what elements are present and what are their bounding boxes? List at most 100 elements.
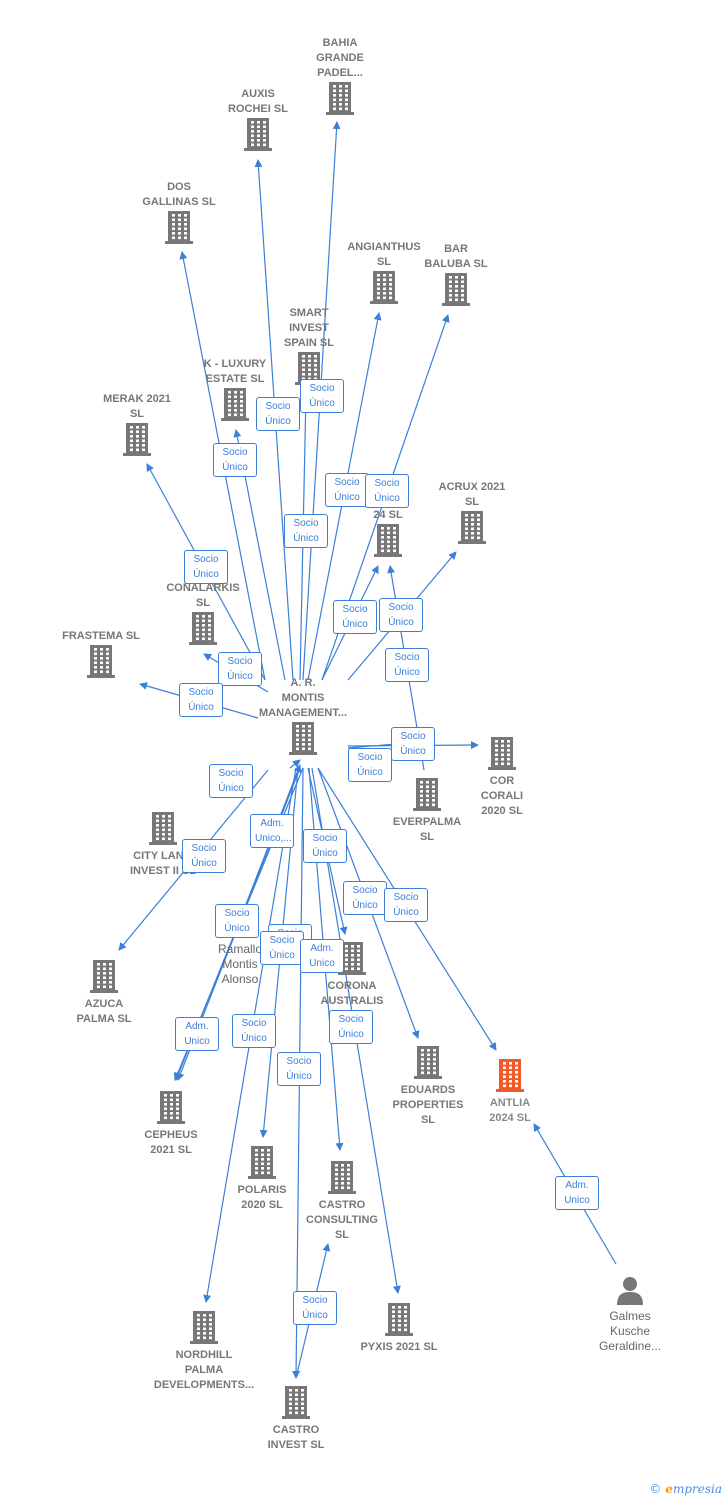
building-icon [488, 737, 516, 770]
node-kluxury[interactable]: K - LUXURY ESTATE SL [170, 357, 300, 421]
building-icon [190, 1311, 218, 1344]
node-label: CASTRO INVEST SL [267, 1424, 325, 1451]
node-label: AUXIS ROCHEI SL [228, 88, 288, 115]
brand-name: mpresia [672, 1482, 722, 1496]
node-label: PYXIS 2021 SL [360, 1341, 438, 1353]
node-label: CASTRO CONSULTING SL [306, 1199, 378, 1241]
node-label: CEPHEUS 2021 SL [144, 1129, 198, 1156]
node-galmes[interactable]: Galmes Kusche Geraldine... [565, 1275, 695, 1354]
building-icon [385, 1303, 413, 1336]
edge-badge[interactable]: Adm. Unico [300, 939, 344, 973]
edge-badge[interactable]: Socio Único [391, 727, 435, 761]
building-icon [221, 388, 249, 421]
edge-badge[interactable]: Socio Único [329, 1010, 373, 1044]
building-icon [90, 960, 118, 993]
node-label: BAR BALUBA SL [424, 243, 488, 270]
building-icon [248, 1146, 276, 1179]
edge-badge[interactable]: Socio Único [333, 600, 377, 634]
edge-badge[interactable]: Socio Único [256, 397, 300, 431]
node-label: Ramallo Montis Alonso [217, 942, 262, 986]
node-label: CONALARKIS SL [166, 582, 240, 609]
node-label: DOS GALLINAS SL [142, 181, 216, 208]
node-auxis[interactable]: AUXIS ROCHEI SL [193, 87, 323, 151]
edge-badge[interactable]: Adm. Unico,... [250, 814, 294, 848]
edge-badge[interactable]: Socio Único [379, 598, 423, 632]
edge-badge[interactable]: Adm. Unico [175, 1017, 219, 1051]
node-castrocons[interactable]: CASTRO CONSULTING SL [277, 1160, 407, 1243]
copyright-symbol: © [649, 1482, 662, 1496]
node-label: BAHIA GRANDE PADEL... [316, 37, 364, 79]
node-nordhill[interactable]: NORDHILL PALMA DEVELOPMENTS... [139, 1310, 269, 1393]
building-icon [496, 1059, 524, 1092]
node-label: POLARIS 2020 SL [237, 1184, 287, 1211]
edge-badge[interactable]: Socio Único [179, 683, 223, 717]
edge-badge[interactable]: Socio Único [182, 839, 226, 873]
node-label: AZUCA PALMA SL [76, 998, 132, 1025]
edge-ramallo-amontis [289, 759, 301, 769]
building-icon [165, 211, 193, 244]
building-icon [123, 423, 151, 456]
node-label: ANTLIA 2024 SL [489, 1097, 531, 1124]
edge-badge[interactable]: Socio Único [209, 764, 253, 798]
node-label: MERAK 2021 SL [103, 393, 171, 420]
edge-badge[interactable]: Socio Único [384, 888, 428, 922]
building-icon [149, 812, 177, 845]
building-icon [442, 273, 470, 306]
building-icon [189, 612, 217, 645]
node-pyxis[interactable]: PYXIS 2021 SL [334, 1302, 464, 1355]
edge-badge[interactable]: Socio Único [300, 379, 344, 413]
node-merak[interactable]: MERAK 2021 SL [72, 392, 202, 456]
building-icon [282, 1386, 310, 1419]
node-cepheus[interactable]: CEPHEUS 2021 SL [106, 1090, 236, 1158]
building-icon [244, 118, 272, 151]
node-frastema[interactable]: FRASTEMA SL [36, 629, 166, 678]
node-bahia[interactable]: BAHIA GRANDE PADEL... [275, 36, 405, 115]
building-icon [413, 778, 441, 811]
edge-badge[interactable]: Socio Único [218, 652, 262, 686]
node-antlia[interactable]: ANTLIA 2024 SL [445, 1058, 575, 1126]
edge-badge[interactable]: Socio Único [303, 829, 347, 863]
node-eduards[interactable]: EDUARDS PROPERTIES SL [363, 1045, 493, 1128]
edge-badge[interactable]: Socio Único [213, 443, 257, 477]
node-acrux[interactable]: ACRUX 2021 SL [407, 480, 537, 544]
node-corona[interactable]: CORONA AUSTRALIS [287, 941, 417, 1009]
node-label: A. R. MONTIS MANAGEMENT... [259, 677, 347, 719]
edge-badge[interactable]: Socio Único [385, 648, 429, 682]
node-label: ANGIANTHUS SL [347, 241, 421, 268]
edge-badge[interactable]: Socio Único [348, 748, 392, 782]
node-citylan[interactable]: CITY LAN... INVEST II SL [98, 811, 228, 879]
node-castroinv[interactable]: CASTRO INVEST SL [231, 1385, 361, 1453]
building-icon [289, 722, 317, 755]
node-conalarkis[interactable]: CONALARKIS SL [138, 581, 268, 645]
node-polaris[interactable]: POLARIS 2020 SL [197, 1145, 327, 1213]
edge-badge[interactable]: Socio Único [215, 904, 259, 938]
edge-badge[interactable]: Socio Único [277, 1052, 321, 1086]
node-label: NORDHILL PALMA DEVELOPMENTS... [153, 1349, 255, 1391]
edge-badge[interactable]: Socio Único [343, 881, 387, 915]
building-icon [374, 524, 402, 557]
building-icon [157, 1091, 185, 1124]
node-dosgallinas[interactable]: DOS GALLINAS SL [114, 180, 244, 244]
edge-badge[interactable]: Socio Único [232, 1014, 276, 1048]
edge-badge[interactable]: Socio Único [184, 550, 228, 584]
edge-badge[interactable]: Socio Único [365, 474, 409, 508]
node-smart[interactable]: SMART INVEST SPAIN SL [244, 306, 374, 385]
building-icon [87, 645, 115, 678]
node-corcorali[interactable]: COR CORALI 2020 SL [437, 736, 567, 819]
node-amontis[interactable]: A. R. MONTIS MANAGEMENT... [238, 676, 368, 755]
building-icon [338, 942, 366, 975]
node-azuca[interactable]: AZUCA PALMA SL [39, 959, 169, 1027]
node-label: ACRUX 2021 SL [438, 481, 506, 508]
node-everpalma[interactable]: EVERPALMA SL [362, 777, 492, 845]
edge-badge[interactable]: Socio Único [293, 1291, 337, 1325]
edge-badge[interactable]: Socio Único [325, 473, 369, 507]
edge-badge[interactable]: Socio Único [284, 514, 328, 548]
node-label: FRASTEMA SL [62, 630, 140, 642]
node-barbaluba[interactable]: BAR BALUBA SL [391, 242, 521, 306]
edge-badge[interactable]: Socio Único [260, 931, 304, 965]
edge-badge[interactable]: Adm. Unico [555, 1176, 599, 1210]
node-label: Galmes Kusche Geraldine... [598, 1309, 662, 1353]
node-label: EDUARDS PROPERTIES SL [392, 1084, 464, 1126]
node-angianthus[interactable]: ANGIANTHUS SL [319, 240, 449, 304]
